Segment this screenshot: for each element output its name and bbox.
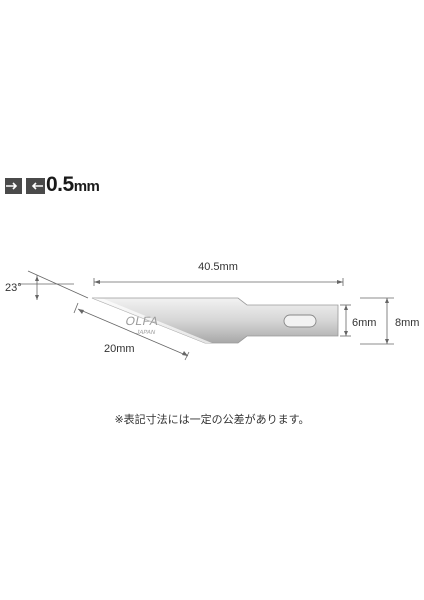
blade-height-label: 6mm <box>352 317 376 329</box>
tolerance-note: ※表記寸法には一定の公差があります。 <box>114 413 310 426</box>
length-label: 40.5mm <box>198 261 238 273</box>
blade-height-dimension <box>340 304 351 337</box>
blade-thickness-label: 0.5mm <box>46 173 100 197</box>
blade-thickness-unit: mm <box>73 178 100 195</box>
blade-thickness-arrows-icon <box>5 178 45 194</box>
length-dimension-line <box>93 278 344 286</box>
blade-brand: OLFA <box>124 314 160 328</box>
angle-dimension <box>18 270 89 300</box>
blade-bevel <box>92 298 212 343</box>
blade-origin: JAPAN <box>136 330 156 336</box>
blade-thickness-value: 0.5 <box>46 173 74 196</box>
blade-body <box>91 297 339 344</box>
overall-height-dimension <box>360 297 394 345</box>
edge-length-label: 20mm <box>104 343 135 355</box>
blade-slot <box>283 314 317 328</box>
overall-height-label: 8mm <box>395 317 419 329</box>
edge-length-dimension <box>73 302 190 361</box>
angle-label: 23° <box>5 282 22 294</box>
